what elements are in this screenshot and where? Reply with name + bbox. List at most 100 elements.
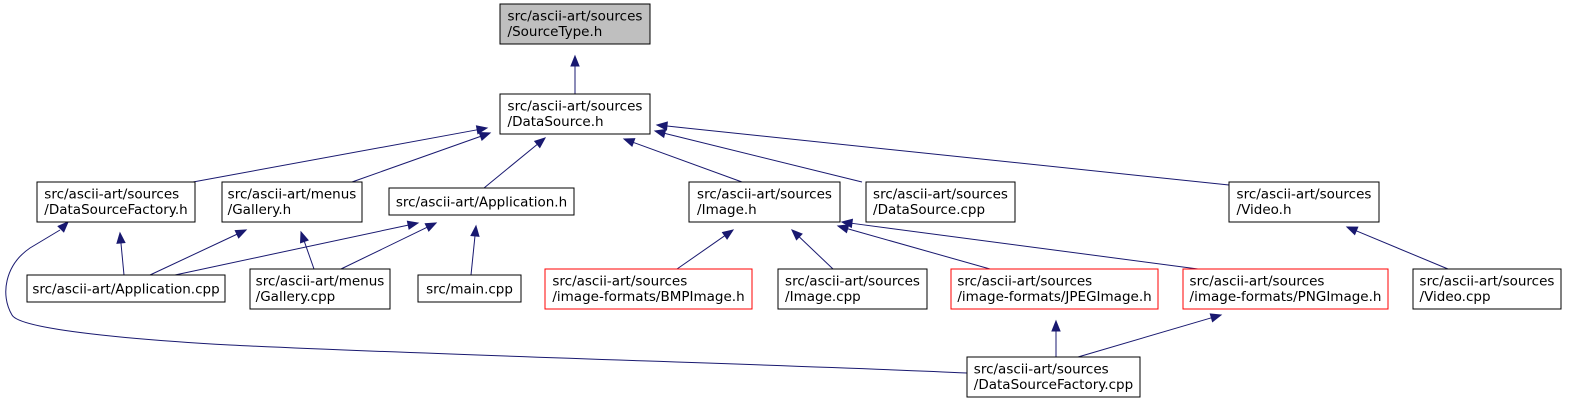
node-box [1182,268,1389,310]
node-video-cpp[interactable]: src/ascii-art/sources/Video.cpp [1412,268,1562,310]
node-box [688,181,841,223]
node-label-line: /image-formats/BMPImage.h [552,289,744,305]
arrowhead [622,138,636,148]
node-gallery-h[interactable]: src/ascii-art/menus/Gallery.h [221,181,363,223]
edge-application_cpp-to-application_h [174,220,420,276]
edge-bmpimage_h-to-image_h [676,229,735,270]
node-label-line: src/ascii-art/sources [785,273,920,289]
node-box [36,181,196,223]
arrowhead [836,224,850,234]
node-box [1412,268,1562,310]
node-label-line: /Gallery.h [228,202,292,218]
edge-datasourcefactory_cpp-to-pngimage_h [1077,313,1223,358]
edge-line [676,235,726,270]
edge-image_h-to-datasource_h [622,138,743,183]
node-image-h[interactable]: src/ascii-art/sources/Image.h [688,181,841,223]
arrowhead [1345,226,1359,236]
node-box [950,268,1159,310]
arrowhead [234,229,248,239]
arrowhead [475,125,489,135]
node-label-line: /DataSourceFactory.h [44,202,187,218]
node-box [499,93,651,135]
arrowhead [840,218,854,229]
node-label-line: src/ascii-art/sources [974,361,1109,377]
edge-application_h-to-datasource_h [483,137,547,189]
arrowhead [300,230,309,244]
edge-main_cpp-to-application_h [470,224,480,276]
node-image-cpp[interactable]: src/ascii-art/sources/Image.cpp [777,268,928,310]
node-datasourcefactory-h[interactable]: src/ascii-art/sources/DataSourceFactory.… [36,181,196,223]
node-label-line: /DataSourceFactory.cpp [974,377,1133,393]
node-box [249,268,391,310]
node-label-line: /Video.h [1237,202,1292,218]
edge-line [1077,317,1212,358]
node-box [544,268,753,310]
node-label-line: /Image.h [697,202,757,218]
edge-line [303,241,315,270]
node-label-line: src/ascii-art/sources [508,98,643,114]
arrowhead [1051,319,1061,332]
node-gallery-cpp[interactable]: src/ascii-art/menus/Gallery.cpp [249,268,391,310]
arrowhead [570,54,580,67]
nodes-layer: src/ascii-art/sources/SourceType.h src/as… [26,3,1562,398]
node-application-h[interactable]: src/ascii-art/Application.h [388,187,575,216]
node-box [26,274,226,303]
edge-datasourcefactory_cpp-to-jpegimage_h [1051,319,1061,357]
node-datasource-cpp[interactable]: src/ascii-art/sources/DataSource.cpp [865,181,1016,223]
edge-line [847,228,991,270]
arrowhead [424,222,438,232]
arrowhead [116,231,126,244]
node-label-line: src/ascii-art/Application.h [396,195,567,211]
edge-line [1356,230,1449,270]
node-label-line: /image-formats/JPEGImage.h [957,289,1151,305]
node-main-cpp[interactable]: src/main.cpp [417,274,522,303]
node-label-line: src/ascii-art/menus [228,186,357,202]
node-pngimage-h[interactable]: src/ascii-art/sources/image-formats/PNGI… [1182,268,1389,310]
node-label-line: /Video.cpp [1420,289,1491,305]
node-label-line: /DataSource.h [508,114,604,130]
edge-video_cpp-to-video_h [1345,226,1449,270]
node-label-line: src/ascii-art/menus [256,273,385,289]
edge-line [192,129,478,183]
edge-datasource_h-to-sourcetype_h [570,54,580,94]
arrowhead [1209,313,1223,323]
arrowhead [470,224,480,237]
edge-datasource_cpp-to-datasource_h [653,128,863,183]
edge-pngimage_h-to-image_h [840,218,1199,270]
edge-application_cpp-to-gallery_h [149,229,248,276]
node-label-line: src/ascii-art/sources [44,186,179,202]
node-label-line: src/ascii-art/sources [1420,273,1555,289]
node-box [865,181,1016,223]
arrowhead [791,229,803,241]
edge-gallery_h-to-datasource_h [351,132,492,183]
node-box [221,181,363,223]
node-application-cpp[interactable]: src/ascii-art/Application.cpp [26,274,226,303]
node-datasourcefactory-cpp[interactable]: src/ascii-art/sources/DataSourceFactory.… [966,356,1141,398]
node-label-line: src/ascii-art/Application.cpp [32,282,219,298]
node-box [388,187,575,216]
edge-line [483,143,538,189]
node-sourcetype-h[interactable]: src/ascii-art/sources/SourceType.h [499,3,651,45]
arrowhead [655,121,668,131]
node-box [777,268,928,310]
edge-video_h-to-datasource_h [655,121,1230,186]
node-bmpimage-h[interactable]: src/ascii-art/sources/image-formats/BMPI… [544,268,753,310]
node-label-line: /DataSource.cpp [873,202,985,218]
edge-jpegimage_h-to-image_h [836,224,991,270]
edge-line [664,132,863,183]
node-datasource-h[interactable]: src/ascii-art/sources/DataSource.h [499,93,651,135]
edge-gallery_cpp-to-gallery_h [300,230,315,270]
node-label-line: /Gallery.cpp [256,289,336,305]
node-label-line: src/main.cpp [426,282,513,298]
node-box [1228,181,1380,223]
node-box [417,274,522,303]
edge-line [470,235,476,276]
edge-gallery_cpp-to-application_h [340,222,438,270]
node-label-line: src/ascii-art/sources [957,273,1092,289]
node-video-h[interactable]: src/ascii-art/sources/Video.h [1228,181,1380,223]
edge-line [351,135,481,183]
edge-line [851,222,1199,270]
arrowhead [721,229,735,240]
node-jpegimage-h[interactable]: src/ascii-art/sources/image-formats/JPEG… [950,268,1159,310]
arrowhead [57,221,69,233]
